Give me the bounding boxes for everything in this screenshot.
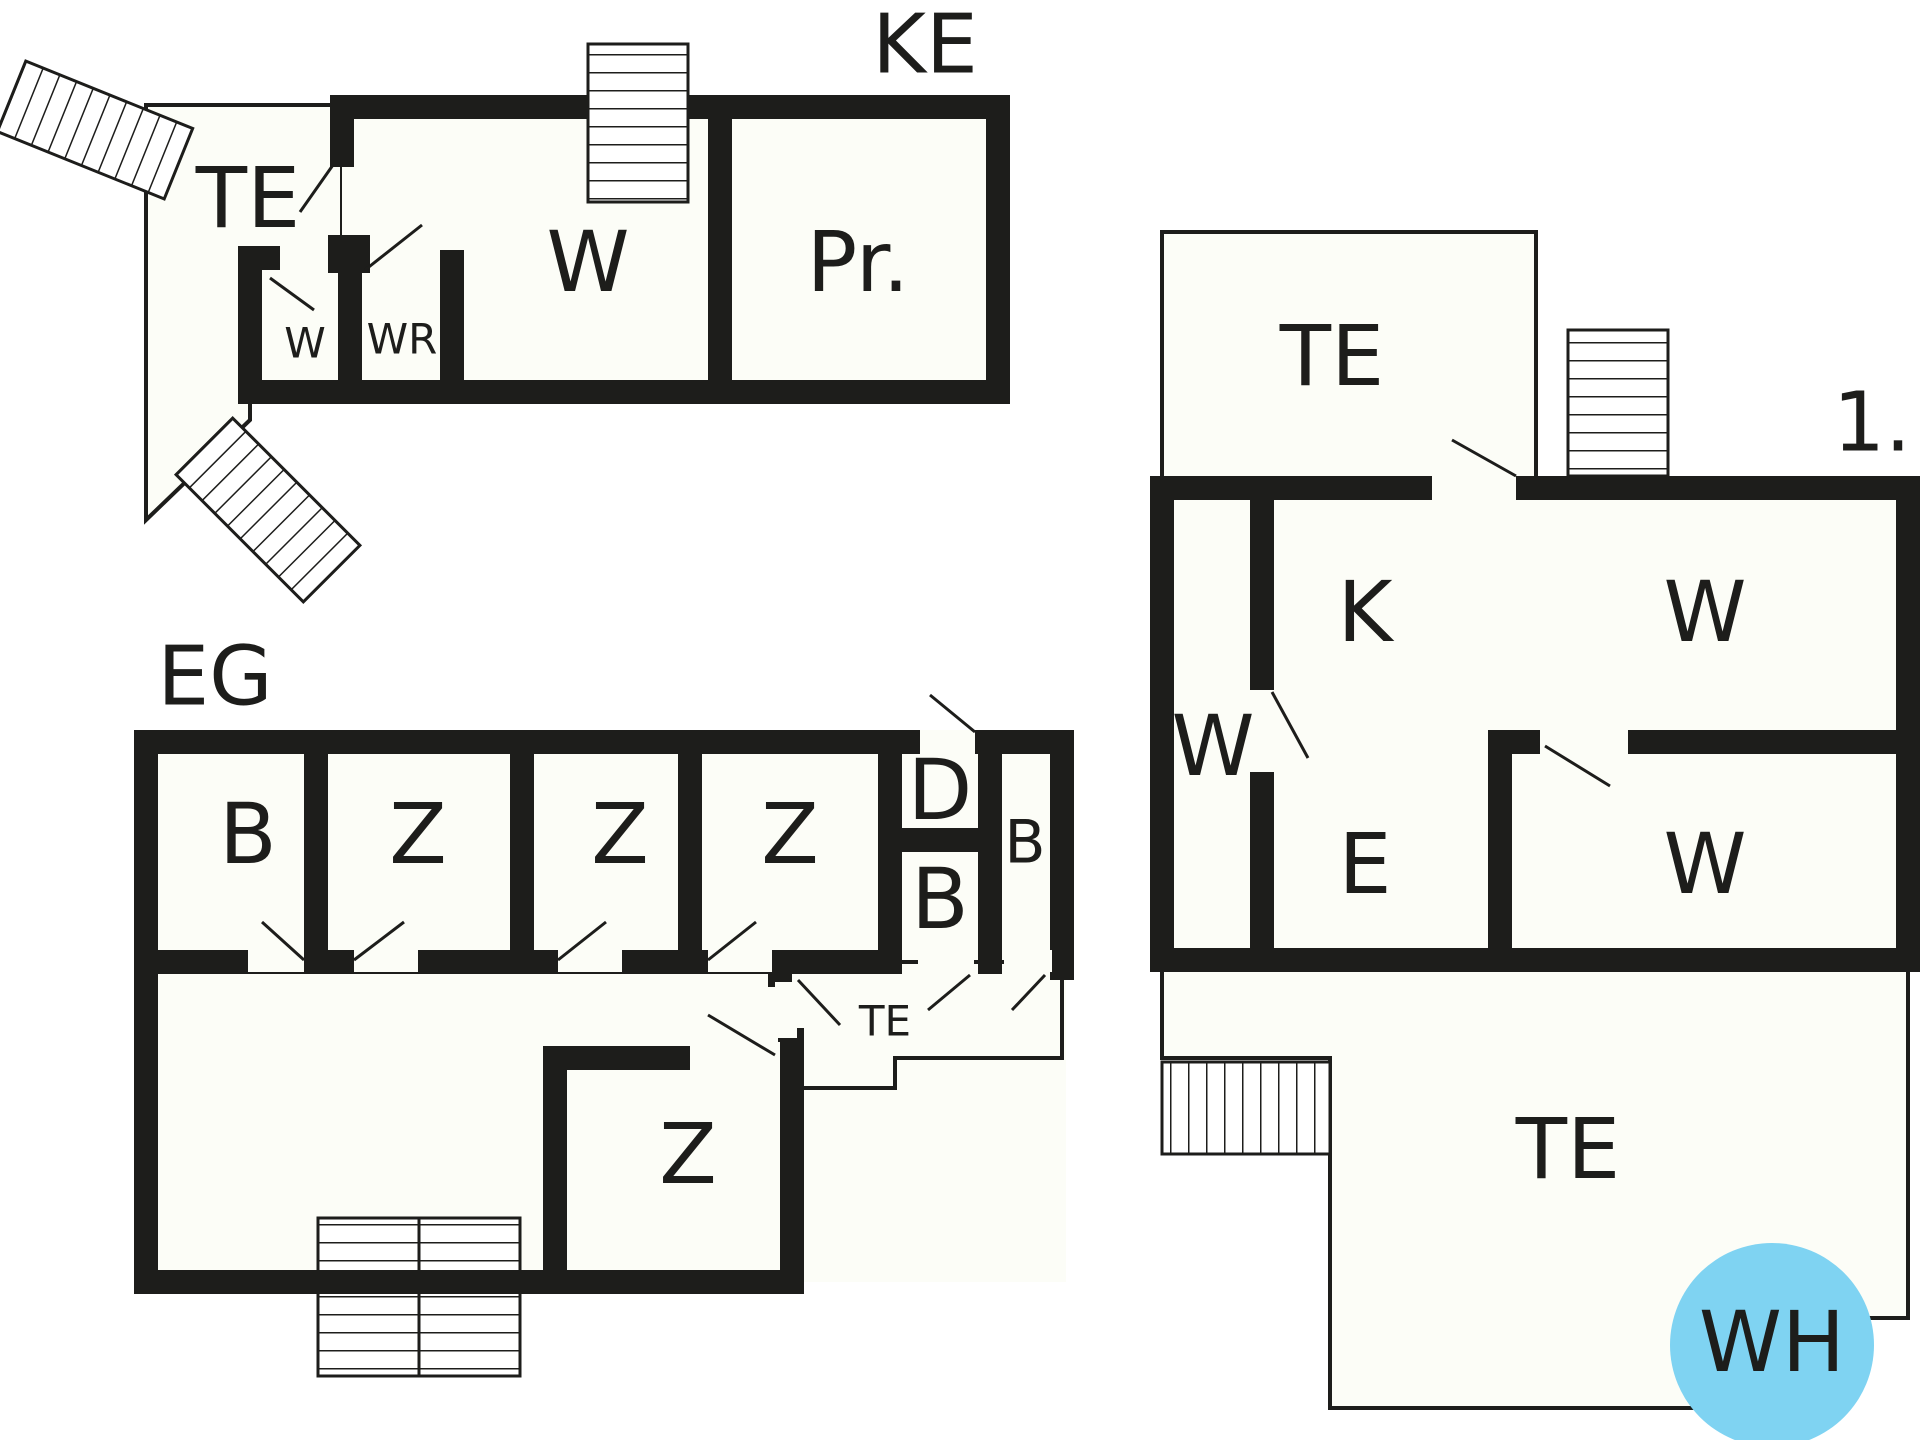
- og-door-top: [1451, 438, 1517, 478]
- eg-gap-z3: [708, 950, 772, 972]
- room-eg-z3: Z: [761, 785, 819, 883]
- og-wall-e-w: [1488, 730, 1920, 972]
- eg-gap-b2: [918, 950, 974, 972]
- og-gap-side: [1250, 690, 1274, 772]
- floor-ke: KE TE W WR W Pr.: [0, 0, 1010, 605]
- room-eg-z4: Z: [659, 1105, 717, 1203]
- floor-label-ke: KE: [872, 0, 978, 92]
- eg-gap-b3: [1004, 950, 1052, 972]
- og-terrace-top: [1160, 230, 1538, 490]
- room-ke-w-small: W: [284, 319, 326, 368]
- room-og-k: K: [1337, 563, 1394, 661]
- eg-gap-b1: [248, 950, 304, 972]
- ke-outer-wall: [238, 95, 1010, 404]
- room-ke-wr: WR: [367, 315, 438, 364]
- ke-stairs-top-steps: [588, 44, 688, 202]
- room-eg-z2: Z: [591, 785, 649, 883]
- room-og-w2: W: [1663, 815, 1746, 913]
- eg-door-z3: [707, 920, 757, 962]
- room-eg-te: TE: [858, 997, 911, 1046]
- room-og-w1: W: [1663, 563, 1746, 661]
- eg-z4-wall: [543, 1046, 702, 1294]
- floor-eg: EG: [134, 629, 1074, 1378]
- ke-door-wr: [364, 223, 423, 272]
- eg-outer-wall-right: [963, 730, 1074, 980]
- room-eg-b2: B: [911, 850, 969, 948]
- ke-door-te: [298, 154, 342, 213]
- og-gap-top: [1432, 476, 1516, 502]
- og-door-side: [1270, 691, 1310, 759]
- ke-pillar: [328, 235, 370, 273]
- eg-door-z2: [557, 920, 607, 962]
- ke-door-w: [269, 276, 315, 312]
- eg-gap-te: [775, 982, 797, 1038]
- og-door-w2: [1544, 744, 1611, 788]
- room-og-e: E: [1338, 815, 1391, 913]
- eg-door-z4: [707, 1013, 776, 1057]
- ke-stairs-left: [0, 59, 195, 201]
- eg-door-z1: [353, 920, 405, 962]
- floor-og: 1. TE K W W E W TE WH: [1150, 230, 1920, 1440]
- room-eg-z1: Z: [389, 785, 447, 883]
- og-outer-wall: [1150, 476, 1920, 972]
- eg-gap-entry: [920, 730, 975, 756]
- room-ke-pr: Pr.: [807, 213, 910, 311]
- og-stairs-top-steps: [1568, 330, 1668, 476]
- room-eg-b3: B: [1004, 808, 1045, 878]
- eg-door-b2: [927, 973, 971, 1012]
- whirlpool-label: WH: [1699, 1293, 1845, 1391]
- room-ke-w: W: [546, 213, 629, 311]
- whirlpool-badge: [1670, 1243, 1874, 1440]
- eg-door-entry: [929, 693, 976, 734]
- room-eg-d: D: [908, 741, 973, 839]
- room-eg-b1: B: [219, 785, 277, 883]
- room-og-w-side: W: [1171, 697, 1254, 795]
- og-stairs-bottom-steps: [1162, 1062, 1330, 1154]
- floor-label-eg: EG: [157, 629, 272, 724]
- floor-label-og: 1.: [1833, 375, 1911, 470]
- eg-gap-z2: [558, 950, 622, 972]
- room-og-te-top: TE: [1279, 307, 1384, 405]
- og-body-fill: [1162, 488, 1908, 960]
- og-gap-w2: [1540, 730, 1628, 754]
- ke-stairs-bottom: [173, 415, 363, 605]
- eg-door-b3: [1010, 973, 1047, 1012]
- eg-gap-z1: [354, 950, 418, 972]
- room-ke-te: TE: [195, 149, 300, 247]
- eg-door-te: [796, 978, 842, 1027]
- eg-door-b1: [260, 920, 306, 962]
- room-og-te-bottom: TE: [1515, 1100, 1620, 1198]
